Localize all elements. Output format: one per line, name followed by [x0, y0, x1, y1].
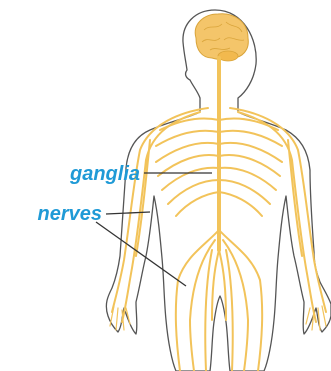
- ganglia-label: ganglia: [69, 163, 140, 185]
- nerves-label: nerves: [38, 203, 103, 225]
- brain: [195, 14, 248, 61]
